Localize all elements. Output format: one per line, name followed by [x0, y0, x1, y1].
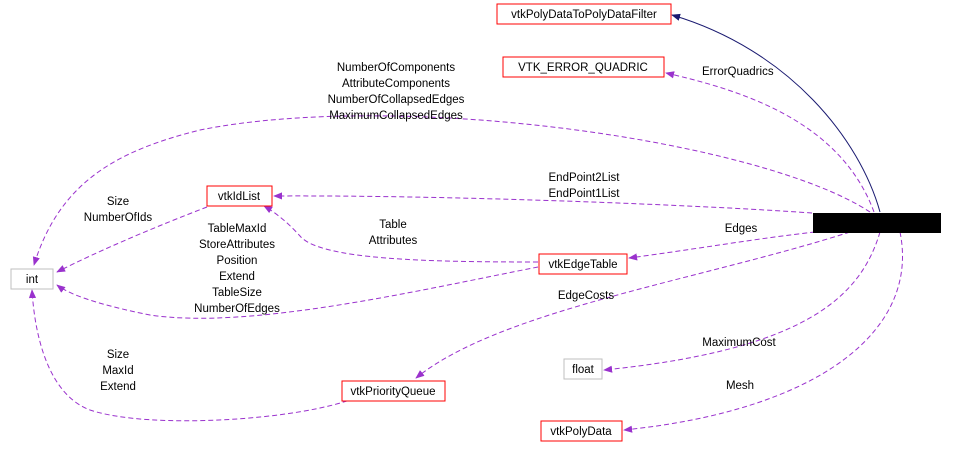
edge-label-maximum-cost: MaximumCost — [702, 337, 776, 349]
edge-label-int-from-edgetable: StoreAttributes — [199, 239, 275, 251]
node-label: float — [572, 364, 595, 376]
edge-label-int-from-main: NumberOfComponents — [337, 62, 455, 74]
node-vtk-poly-data[interactable]: vtkPolyData — [540, 420, 623, 442]
edge-labels: ErrorQuadrics NumberOfComponents Attribu… — [84, 62, 777, 393]
edge-label-int-from-edgetable: NumberOfEdges — [194, 303, 280, 315]
node-int[interactable]: int — [10, 268, 54, 290]
edge-mesh — [623, 231, 903, 433]
node-label: vtkPolyData — [550, 426, 612, 438]
edge-label-int-from-queue: MaxId — [102, 365, 133, 377]
edges — [28, 13, 903, 433]
edge-label-int-from-edgetable: Position — [217, 255, 258, 267]
edge-error-quadrics — [665, 71, 875, 213]
edge-edge-costs — [415, 231, 851, 379]
node-float[interactable]: float — [563, 358, 603, 380]
edge-label-idlist-from-main: EndPoint2List — [549, 172, 621, 184]
edge-label-idlist-from-main: EndPoint1List — [549, 188, 621, 200]
node-label: vtkEdgeTable — [548, 259, 617, 271]
edge-maximum-cost — [603, 231, 881, 373]
edge-label-edges: Edges — [725, 223, 758, 235]
edge-int-from-edgetable — [56, 266, 539, 319]
edge-label-int-from-idlist: NumberOfIds — [84, 212, 153, 224]
edge-int-from-idlist — [56, 206, 208, 273]
node-label: vtkPriorityQueue — [350, 386, 435, 398]
edge-label-int-from-main: MaximumCollapsedEdges — [329, 110, 463, 122]
edge-label-int-from-edgetable: TableMaxId — [208, 223, 267, 235]
edge-label-int-from-queue: Size — [107, 349, 129, 361]
edge-label-idlist-from-edgetable: Attributes — [369, 235, 418, 247]
edge-idlist-from-main — [273, 192, 813, 214]
edge-label-int-from-main: AttributeComponents — [342, 78, 450, 90]
node-label: VTK_ERROR_QUADRIC — [518, 62, 648, 74]
edge-int-from-queue — [28, 289, 356, 422]
edge-label-int-from-queue: Extend — [100, 381, 136, 393]
node-vtk-id-list[interactable]: vtkIdList — [206, 185, 273, 207]
edge-int-from-main — [32, 115, 871, 266]
node-label: int — [26, 274, 39, 286]
edge-label-int-from-edgetable: TableSize — [212, 287, 262, 299]
node-label: vtkPolyDataToPolyDataFilter — [511, 9, 657, 21]
edge-label-error-quadrics: ErrorQuadrics — [702, 66, 774, 78]
node-vtk-quadric-decimation[interactable]: vtkQuadricDecimation — [813, 213, 941, 233]
edge-label-int-from-idlist: Size — [107, 196, 129, 208]
nodes: vtkPolyDataToPolyDataFilter VTK_ERROR_QU… — [10, 3, 941, 442]
node-vtk-priority-queue[interactable]: vtkPriorityQueue — [341, 380, 446, 402]
node-vtk-edge-table[interactable]: vtkEdgeTable — [538, 253, 628, 275]
edge-label-int-from-edgetable: Extend — [219, 271, 255, 283]
node-label: vtkQuadricDecimation — [821, 218, 933, 230]
edge-label-int-from-main: NumberOfCollapsedEdges — [328, 94, 465, 106]
edge-label-idlist-from-edgetable: Table — [379, 219, 407, 231]
node-vtk-poly-data-to-poly-data-filter[interactable]: vtkPolyDataToPolyDataFilter — [496, 3, 672, 25]
node-vtk-error-quadric[interactable]: VTK_ERROR_QUADRIC — [502, 56, 665, 78]
edge-label-mesh: Mesh — [726, 380, 754, 392]
edge-inheritance — [671, 13, 881, 213]
node-label: vtkIdList — [218, 191, 261, 203]
edge-label-edge-costs: EdgeCosts — [558, 290, 615, 302]
edge-edges — [628, 231, 816, 261]
edge-idlist-from-edgetable — [263, 205, 539, 263]
